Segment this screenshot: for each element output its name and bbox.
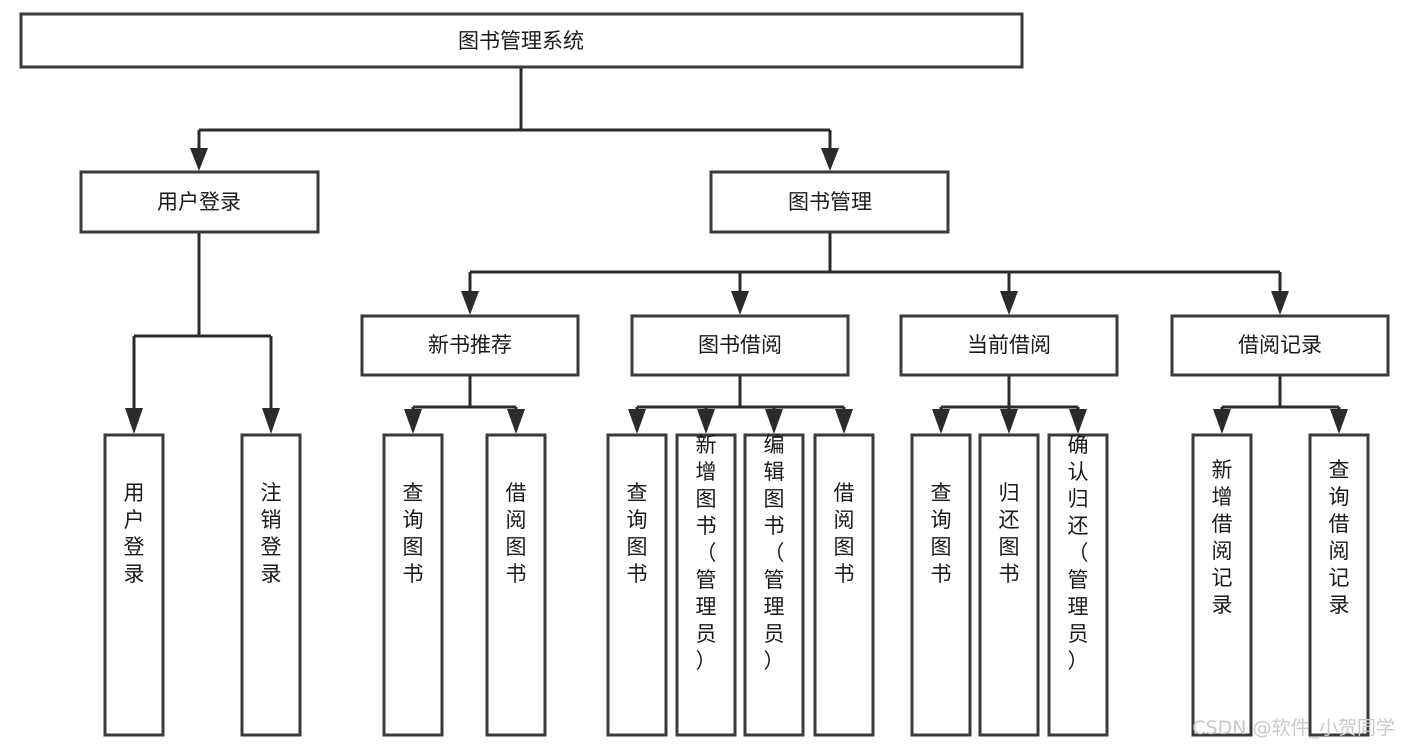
- node-new-book-recommend[interactable]: 新书推荐: [360, 314, 580, 377]
- node-book-borrow[interactable]: 图书借阅: [630, 314, 850, 377]
- node-current-borrow[interactable]: 当前借阅: [899, 314, 1119, 377]
- arrowhead-user-login: [190, 148, 208, 171]
- leaf-label-bb-add: 新增图书（管理员）: [696, 433, 717, 673]
- arrowhead-book-mgmt: [821, 148, 839, 171]
- leaf-node[interactable]: 用户登录: [103, 433, 165, 737]
- leaf-node[interactable]: 新增借阅记录: [1191, 433, 1253, 737]
- arrowhead-nb-leaf1: [404, 409, 422, 434]
- leaf-node[interactable]: 确认归还（管理员）: [1047, 433, 1109, 737]
- leaf-label-bb-edit: 编辑图书（管理员）: [764, 433, 785, 673]
- root-box[interactable]: [19, 12, 1024, 69]
- leaf-box-cb-return[interactable]: [978, 433, 1040, 737]
- leaf-box-bb-borrow[interactable]: [813, 433, 875, 737]
- arrowhead-cb-leaf3: [1069, 409, 1087, 434]
- leaf-node[interactable]: 新增图书（管理员）: [675, 433, 737, 737]
- node-borrow-records[interactable]: 借阅记录: [1170, 314, 1390, 377]
- book-borrow-box[interactable]: [630, 314, 850, 377]
- arrowhead-bb-leaf3: [765, 409, 783, 434]
- arrowhead-new-book: [461, 291, 479, 315]
- book-management-label: 图书管理: [788, 190, 872, 214]
- node-user-login[interactable]: 用户登录: [79, 170, 320, 234]
- node-root[interactable]: 图书管理系统: [19, 12, 1024, 69]
- leaf-node[interactable]: 借阅图书: [813, 433, 875, 737]
- watermark-label: CSDN @软件_小贺同学: [1192, 717, 1395, 739]
- arrowhead-current-borrow: [1000, 291, 1018, 315]
- new-book-recommend-box[interactable]: [360, 314, 580, 377]
- leaf-box-cb-confirm[interactable]: [1047, 433, 1109, 737]
- arrowhead-nb-leaf2: [507, 409, 525, 434]
- leaf-box-cb-query[interactable]: [910, 433, 972, 737]
- root-label: 图书管理系统: [458, 29, 584, 53]
- arrowhead-cb-leaf2: [1000, 409, 1018, 434]
- leaf-node[interactable]: 查询图书: [910, 433, 972, 737]
- leaf-box-user-logout[interactable]: [240, 433, 302, 737]
- arrowhead-br-leaf2: [1330, 409, 1348, 434]
- leaf-node[interactable]: 查询借阅记录: [1308, 433, 1370, 737]
- leaf-node[interactable]: 编辑图书（管理员）: [743, 433, 805, 737]
- leaf-label-br-add: 新增借阅记录: [1212, 458, 1233, 617]
- leaf-node[interactable]: 借阅图书: [485, 433, 547, 737]
- leaf-node[interactable]: 归还图书: [978, 433, 1040, 737]
- arrowhead-bb-leaf4: [835, 409, 853, 434]
- current-borrow-label: 当前借阅: [967, 333, 1051, 357]
- leaf-label-cb-return: 归还图书: [999, 481, 1020, 586]
- current-borrow-box[interactable]: [899, 314, 1119, 377]
- arrowhead-ul-leaf2: [262, 408, 280, 434]
- arrowhead-cb-leaf1: [932, 409, 950, 434]
- leaf-box-nb-borrow[interactable]: [485, 433, 547, 737]
- arrowhead-book-borrow: [731, 291, 749, 315]
- book-borrow-label: 图书借阅: [698, 333, 782, 357]
- leaf-box-nb-query[interactable]: [382, 433, 444, 737]
- new-book-recommend-label: 新书推荐: [428, 333, 512, 357]
- user-login-box[interactable]: [79, 170, 320, 234]
- arrowhead-bb-leaf2: [697, 409, 715, 434]
- leaf-label-nb-borrow: 借阅图书: [506, 481, 527, 586]
- leaf-label-user-login-do: 用户登录: [124, 481, 145, 586]
- leaf-box-bb-edit[interactable]: [743, 433, 805, 737]
- leaf-box-br-add[interactable]: [1191, 433, 1253, 737]
- arrowhead-bb-leaf1: [628, 409, 646, 434]
- leaf-node[interactable]: 查询图书: [606, 433, 668, 737]
- leaf-box-bb-add[interactable]: [675, 433, 737, 737]
- connector-layer: [125, 67, 1348, 434]
- arrowhead-br-leaf1: [1213, 409, 1231, 434]
- borrow-records-box[interactable]: [1170, 314, 1390, 377]
- leaf-box-bb-query[interactable]: [606, 433, 668, 737]
- leaf-label-bb-borrow: 借阅图书: [834, 481, 855, 586]
- leaf-label-user-logout: 注销登录: [261, 481, 282, 586]
- leaf-label-nb-query: 查询图书: [403, 481, 424, 586]
- leaf-label-bb-query: 查询图书: [627, 481, 648, 586]
- user-login-label: 用户登录: [157, 190, 241, 214]
- leaf-node[interactable]: 注销登录: [240, 433, 302, 737]
- book-management-box[interactable]: [709, 170, 950, 234]
- leaf-label-cb-query: 查询图书: [931, 481, 952, 586]
- leaf-box-br-query[interactable]: [1308, 433, 1370, 737]
- leaf-node[interactable]: 查询图书: [382, 433, 444, 737]
- leaf-label-br-query: 查询借阅记录: [1329, 458, 1350, 617]
- leaf-label-cb-confirm: 确认归还（管理员）: [1068, 433, 1089, 673]
- borrow-records-label: 借阅记录: [1238, 333, 1322, 357]
- node-book-management[interactable]: 图书管理: [709, 170, 950, 234]
- arrowhead-ul-leaf1: [125, 408, 143, 434]
- arrowhead-borrow-record: [1271, 291, 1289, 315]
- leaf-box-user-login-do[interactable]: [103, 433, 165, 737]
